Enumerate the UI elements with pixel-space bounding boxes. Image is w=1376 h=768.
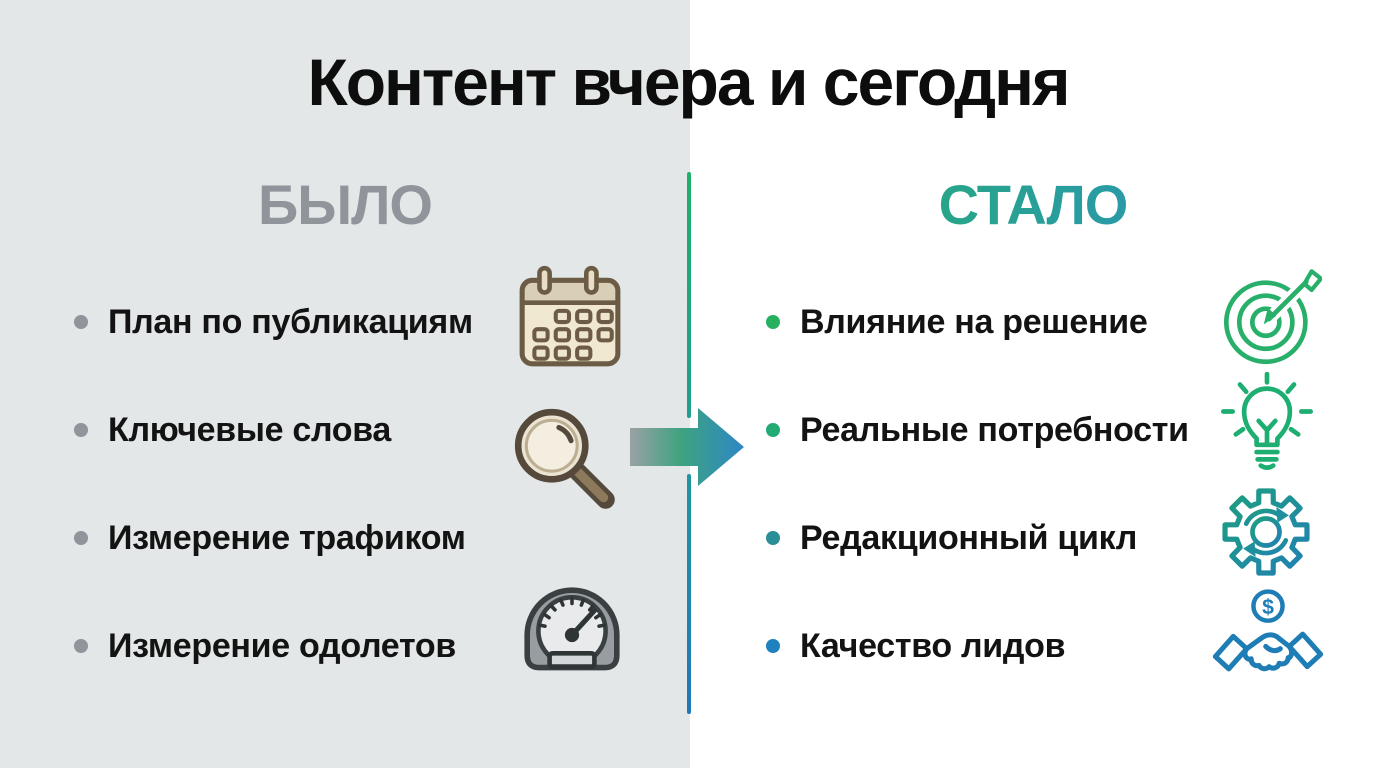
gear-cycle-icon <box>1222 488 1310 576</box>
speedometer-icon <box>524 587 620 671</box>
calendar-icon <box>519 265 621 367</box>
transition-arrow-icon <box>630 408 744 486</box>
bullet-icon <box>74 423 88 437</box>
list-item: Реальные потребности <box>766 376 1189 484</box>
list-item: Измерение трафиком <box>74 484 473 592</box>
bullet-icon <box>766 639 780 653</box>
bullet-icon <box>766 315 780 329</box>
list-item-label: Качество лидов <box>800 626 1066 665</box>
now-header: СТАЛО <box>690 172 1376 237</box>
list-item-label: Измерение трафиком <box>108 518 466 557</box>
list-item: Ключевые слова <box>74 376 473 484</box>
handshake-dollar-icon: $ <box>1212 589 1324 672</box>
bullet-icon <box>74 639 88 653</box>
target-icon <box>1223 269 1322 365</box>
list-item: План по публикациям <box>74 268 473 376</box>
bullet-icon <box>74 315 88 329</box>
list-item-label: Реальные потребности <box>800 410 1189 449</box>
bullet-icon <box>766 531 780 545</box>
list-item-label: Ключевые слова <box>108 410 392 449</box>
dollar-sign: $ <box>1262 595 1274 619</box>
now-list: Влияние на решение Реальные потребности … <box>766 268 1189 700</box>
magnifier-icon <box>514 408 615 509</box>
was-list: План по публикациям Ключевые слова Измер… <box>74 268 473 700</box>
list-item-label: Влияние на решение <box>800 302 1148 341</box>
page-title: Контент вчера и сегодня <box>307 45 1070 119</box>
list-item-label: Редакционный цикл <box>800 518 1138 557</box>
was-header: БЫЛО <box>258 173 433 236</box>
bullet-icon <box>766 423 780 437</box>
list-item: Качество лидов <box>766 592 1189 700</box>
list-item: Измерение одолетов <box>74 592 473 700</box>
divider-line-bottom <box>687 474 691 714</box>
bullet-icon <box>74 531 88 545</box>
list-item: Влияние на решение <box>766 268 1189 376</box>
list-item: Редакционный цикл <box>766 484 1189 592</box>
divider-line-top <box>687 172 691 418</box>
lightbulb-icon <box>1220 372 1314 471</box>
list-item-label: План по публикациям <box>108 302 473 341</box>
list-item-label: Измерение одолетов <box>108 626 456 665</box>
